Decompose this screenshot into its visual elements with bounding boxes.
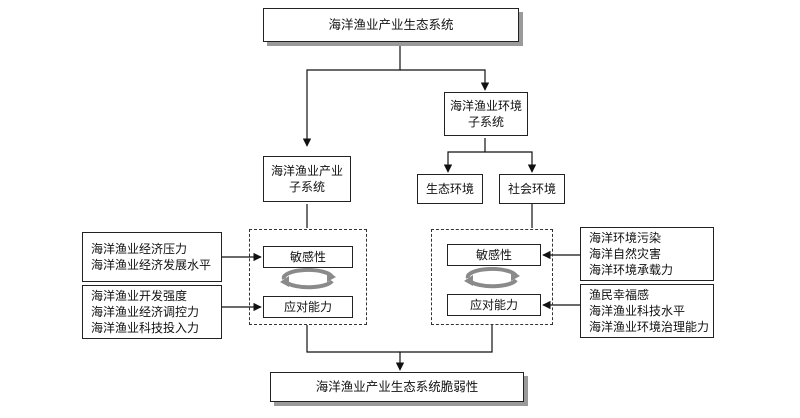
env-to-social-arrow [485,151,537,173]
left-coping-label: 应对能力 [283,300,332,314]
root-system-box: 海洋渔业产业生态系统 [263,8,519,42]
left-coping-box: 应对能力 [263,296,353,318]
social-environment-box: 社会环境 [499,174,565,204]
industry-subsystem-label: 海洋渔业产业 子系统 [270,164,343,194]
left-sensitivity-indicators-box: 海洋渔业经济压力 海洋渔业经济发展水平 [82,232,222,282]
left-dashed-panel [249,229,367,325]
left-sensitivity-indicators: 海洋渔业经济压力 海洋渔业经济发展水平 [91,242,212,272]
right-cycle-icon [464,267,520,289]
left-coping-indicators-box: 海洋渔业开发强度 海洋渔业经济调控力 海洋渔业科技投入力 [82,285,222,339]
right-coping-indicators-box: 渔民幸福感 海洋渔业科技水平 海洋渔业环境治理能力 [580,284,714,338]
social-environment-label: 社会环境 [507,182,556,196]
right-sensitivity-box: 敏感性 [447,244,541,266]
right-dashed-panel [431,229,553,325]
industry-subsystem-box: 海洋渔业产业 子系统 [263,156,351,202]
left-cycle-icon [280,268,336,290]
left-sensitivity-label: 敏感性 [289,250,326,264]
root-system-label: 海洋渔业产业生态系统 [328,17,454,32]
right-coping-indicators: 渔民幸福感 海洋渔业科技水平 海洋渔业环境治理能力 [589,288,710,334]
right-coping-box: 应对能力 [447,294,541,316]
result-vulnerability-label: 海洋渔业产业生态系统脆弱性 [315,379,479,394]
right-sensitivity-label: 敏感性 [475,248,512,262]
right-sensitivity-indicators-box: 海洋环境污染 海洋自然灾害 海洋环境承载力 [580,227,714,281]
left-coping-indicators: 海洋渔业开发强度 海洋渔业经济调控力 海洋渔业科技投入力 [91,289,200,335]
left-sensitivity-box: 敏感性 [263,246,353,268]
right-sensitivity-indicators: 海洋环境污染 海洋自然灾害 海洋环境承载力 [589,231,674,277]
environment-subsystem-box: 海洋渔业环境 子系统 [444,92,528,136]
env-to-ecological-arrow [443,138,486,173]
root-to-environment-arrow [400,69,490,91]
panels-to-result-arrow [306,325,400,353]
ecological-environment-label: 生态环境 [425,182,474,196]
environment-subsystem-label: 海洋渔业环境 子系统 [449,99,522,129]
result-vulnerability-box: 海洋渔业产业生态系统脆弱性 [270,372,524,402]
root-to-industry-arrow [302,44,401,147]
ecological-environment-box: 生态环境 [417,174,483,204]
right-coping-label: 应对能力 [469,298,518,312]
